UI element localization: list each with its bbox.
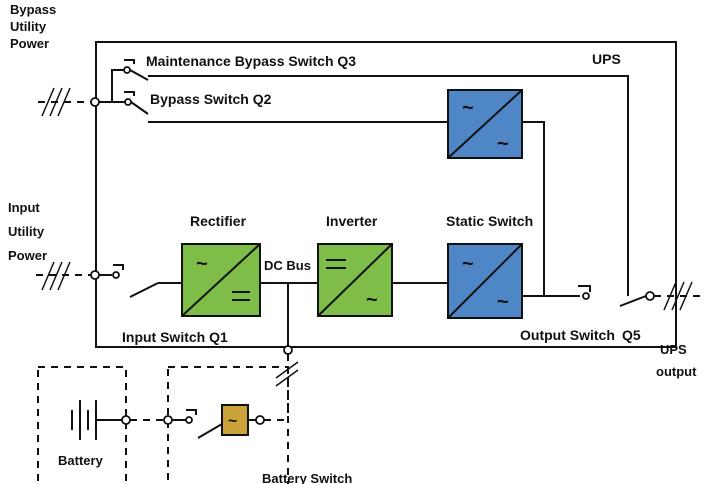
bypass-power-line-1: Bypass [10,2,56,17]
battery-switch-in-node [163,415,173,425]
ups-label: UPS [592,51,621,67]
maintenance-switch-blade [129,69,149,81]
input-utility-power-label: Input Utility Power [8,200,47,263]
input-switch-handle [113,264,124,270]
ups-output-node [645,291,655,301]
battery-switch-enclosure [167,366,289,484]
input-power-line-2: Utility [8,224,45,239]
battery-switch-label: Battery Switch [262,471,352,484]
output-switch-handle [578,285,591,292]
input-three-phase-ticks [41,261,71,291]
maintenance-switch-contact [123,66,131,74]
bypass-input-node [90,97,100,107]
battery-switch-blade [197,423,223,439]
output-switch-blade [619,295,647,307]
input-switch-contact [112,271,120,279]
svg-text:~: ~ [462,253,474,275]
bypass-switch-blade [130,101,149,115]
svg-text:~: ~ [497,291,509,313]
output-three-phase-ticks [663,281,693,311]
inverter-box: ~ [317,243,393,317]
input-switch-label: Input Switch Q1 [122,329,228,345]
battery-label: Battery [58,453,104,468]
dc-bus-label: DC Bus [264,258,311,273]
input-power-line-1: Input [8,200,40,215]
bypass-static-switch-box: ~ ~ [447,89,523,159]
bypass-power-line-3: Power [10,36,49,51]
maintenance-bypass-feed [99,69,125,103]
ups-output-line-1: UPS [660,342,687,357]
svg-text:~: ~ [497,133,509,155]
ups-enclosure [95,41,677,348]
q5-label: Q5 [622,327,641,343]
svg-text:~: ~ [228,413,237,430]
rectifier-label: Rectifier [190,213,247,229]
bypass-switch-contact [124,98,132,106]
battery-switch-handle [186,409,197,415]
bypass-output-line [522,121,545,296]
rectifier-box: ~ [181,243,261,317]
battery-icon [71,400,122,440]
bypass-switch-label: Bypass Switch Q2 [150,91,272,107]
static-switch-box: ~ ~ [447,243,523,319]
bypass-utility-power-label: Bypass Utility Power [10,2,56,51]
static-switch-label: Static Switch [446,213,533,229]
battery-switch-out-node [255,415,265,425]
battery-terminal-node [121,415,131,425]
ups-output-line-2: output [656,364,697,379]
maintenance-switch-handle [124,59,135,64]
bypass-three-phase-ticks [41,87,71,117]
svg-text:~: ~ [366,289,378,311]
input-switch-blade [129,282,159,298]
maintenance-switch-label: Maintenance Bypass Switch Q3 [146,53,356,69]
input-power-line-3: Power [8,248,47,263]
bypass-power-line-2: Utility [10,19,47,34]
fuse-icon: ~ [221,404,249,436]
inverter-label: Inverter [326,213,378,229]
battery-enclosure [37,366,127,484]
static-switch-icon: ~ [462,97,474,119]
maintenance-bypass-drop [618,75,629,296]
bypass-switch-handle [124,91,135,96]
output-switch-label: Output Switch [520,327,615,343]
dc-bus-battery-node [283,345,293,355]
input-node [90,270,100,280]
rectifier-icon: ~ [196,253,208,275]
output-switch-contact [582,292,590,300]
